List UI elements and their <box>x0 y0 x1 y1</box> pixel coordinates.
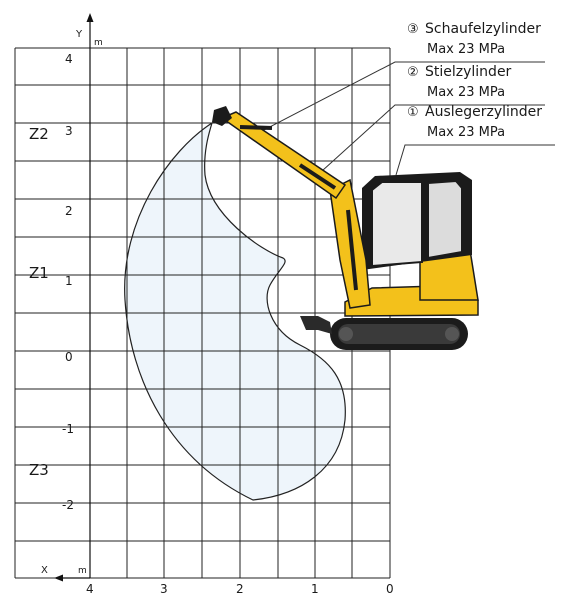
callout-number: ③ <box>407 22 419 37</box>
callout-stick-cylinder: ② Stielzylinder Max 23 MPa <box>407 64 512 100</box>
callout-name: Auslegerzylinder <box>425 104 542 120</box>
bucket-cylinder <box>239 125 273 130</box>
callout-boom-cylinder: ① Auslegerzylinder Max 23 MPa <box>407 104 542 140</box>
working-area-envelope <box>124 121 346 501</box>
x-axis-unit: m <box>78 566 87 576</box>
zone-label-z1: Z1 <box>29 264 49 282</box>
zone-label-z3: Z3 <box>29 461 49 479</box>
callout-bucket-cylinder: ③ Schaufelzylinder Max 23 MPa <box>407 21 541 57</box>
excavator-bucket <box>212 106 232 126</box>
zone-label-z2: Z2 <box>29 125 49 143</box>
callout-leaders <box>261 61 555 181</box>
x-tick-label: 3 <box>160 582 168 596</box>
callout-pressure: Max 23 MPa <box>427 125 505 140</box>
stick-cylinder <box>298 163 337 190</box>
grid <box>14 47 391 579</box>
x-tick-label: 4 <box>86 582 94 596</box>
y-axis-letter: Y <box>75 29 83 40</box>
y-tick-label: -1 <box>62 422 74 436</box>
y-tick-label: 0 <box>65 350 73 364</box>
y-tick-label: -2 <box>62 498 74 512</box>
callout-number: ② <box>407 65 419 80</box>
y-tick-label: 1 <box>65 274 73 288</box>
callout-pressure: Max 23 MPa <box>427 42 505 57</box>
dozer-blade <box>300 316 332 334</box>
x-tick-label: 1 <box>311 582 319 596</box>
y-tick-label: 2 <box>65 204 73 218</box>
callout-number: ① <box>407 105 419 120</box>
x-axis-arrow <box>54 574 63 582</box>
callout-name: Schaufelzylinder <box>425 21 541 37</box>
y-axis-arrow <box>86 13 94 22</box>
x-tick-label: 2 <box>236 582 244 596</box>
y-tick-label: 3 <box>65 124 73 138</box>
y-axis-unit: m <box>94 38 103 48</box>
y-tick-label: 4 <box>65 52 73 66</box>
excavator-illustration <box>212 106 479 350</box>
x-axis-letter: X <box>41 565 48 576</box>
x-tick-label: 0 <box>386 582 394 596</box>
boom-cylinder <box>346 209 358 291</box>
callout-name: Stielzylinder <box>425 64 512 80</box>
callout-pressure: Max 23 MPa <box>427 85 505 100</box>
